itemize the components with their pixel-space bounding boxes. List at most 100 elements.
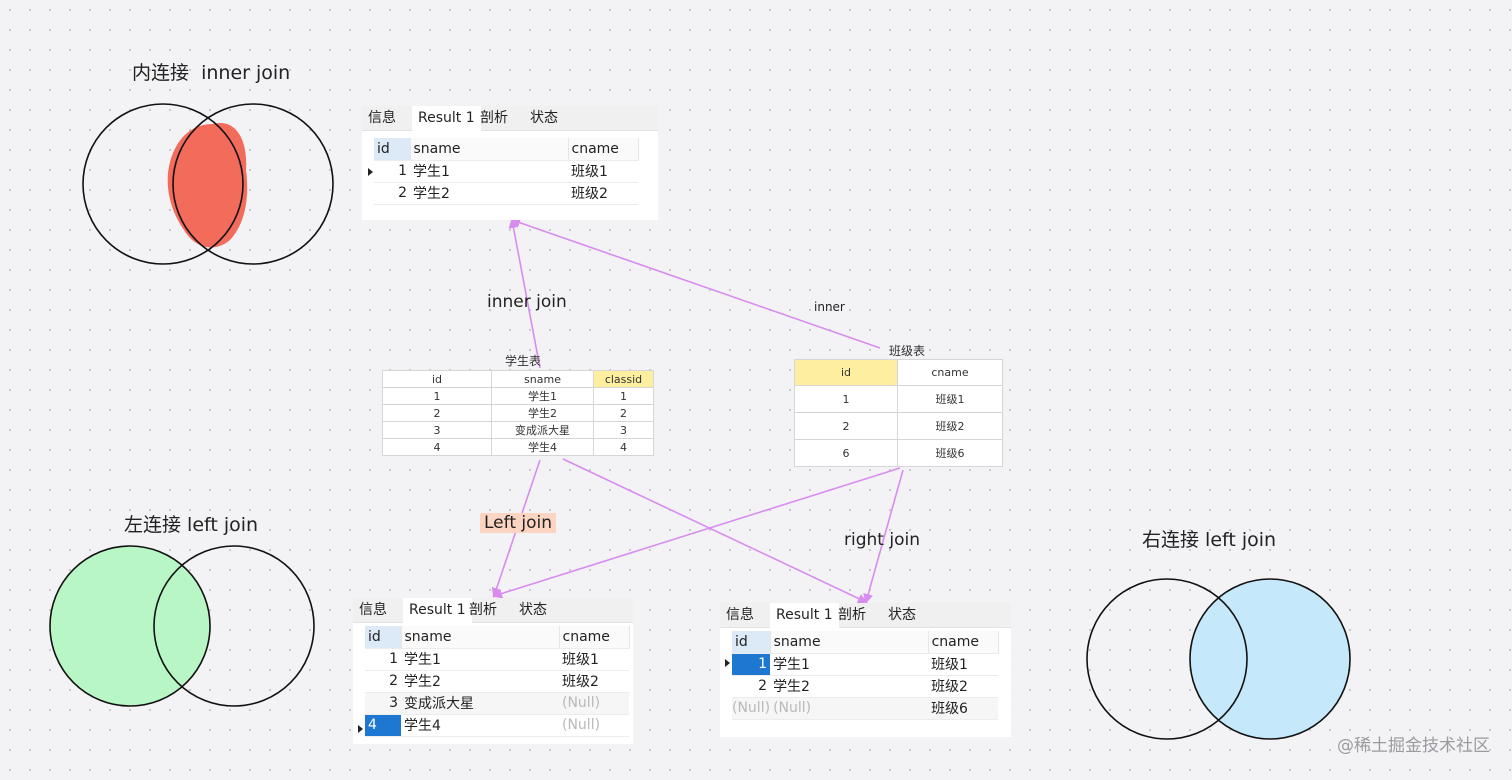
left-join-venn [49,545,315,707]
cell-cname[interactable]: (Null) [559,714,629,737]
class-cell: 1 [794,385,898,413]
column-header-cname[interactable]: cname [568,138,639,161]
right-join-title: 右连接 left join [1142,529,1277,551]
student-header-id: id [382,370,492,388]
left-result-grid[interactable]: id sname cname 1 学生1 班级1 2 学生2 班级2 3 变成派… [365,626,630,737]
inner-result-tabs: 信息 Result 1 剖析 状态 [362,106,658,131]
student-table-caption: 学生表 [505,354,542,368]
class-cell: 班级1 [897,385,1003,413]
column-header-sname[interactable]: sname [410,138,569,161]
tab-result[interactable]: Result 1 [412,106,481,131]
cell-cname[interactable]: 班级1 [568,160,638,183]
table-row[interactable]: 1 学生1 班级1 [732,653,999,676]
class-cell: 班级2 [897,412,1003,440]
column-header-sname[interactable]: sname [401,626,560,649]
cell-sname[interactable]: 学生2 [770,675,929,698]
table-row: 2 学生2 2 [382,404,654,422]
tab-profile[interactable]: 剖析 [469,602,497,618]
student-table: id sname classid 1 学生1 1 2 学生2 2 3 变成派大星… [382,370,654,456]
student-cell: 1 [382,387,492,405]
table-row[interactable]: 2 学生2 班级2 [365,670,629,693]
table-row[interactable]: 4 学生4 (Null) [365,714,629,737]
tab-result[interactable]: Result 1 [403,598,472,623]
cell-id[interactable]: 2 [365,670,401,693]
tab-profile[interactable]: 剖析 [838,607,866,623]
tab-status[interactable]: 状态 [519,602,547,618]
student-header-sname: sname [491,370,594,388]
table-row[interactable]: 2 学生2 班级2 [374,182,638,205]
tab-status[interactable]: 状态 [530,110,558,126]
table-row[interactable]: 2 学生2 班级2 [732,675,999,698]
class-header-cname: cname [897,359,1003,386]
class-cell: 2 [794,412,898,440]
column-header-id[interactable]: id [365,626,402,649]
right-result-grid[interactable]: id sname cname 1 学生1 班级1 2 学生2 班级2 (Null… [732,631,999,720]
cell-id[interactable]: 4 [365,714,401,737]
tab-info[interactable]: 信息 [726,607,754,623]
cell-sname[interactable]: 学生4 [401,714,559,737]
right-result-panel: 信息 Result 1 剖析 状态 id sname cname 1 学生1 班… [720,603,1011,737]
tab-info[interactable]: 信息 [359,602,387,618]
cell-cname[interactable]: 班级1 [559,648,629,671]
cell-sname[interactable]: 学生2 [410,182,568,205]
cell-cname[interactable]: (Null) [559,692,629,715]
cell-id[interactable]: 1 [374,160,410,183]
cell-cname[interactable]: 班级2 [559,670,629,693]
cell-cname[interactable]: 班级2 [568,182,638,205]
student-cell: 学生1 [491,387,594,405]
class-cell: 班级6 [897,439,1003,467]
column-header-cname[interactable]: cname [928,631,999,654]
table-row[interactable]: 1 学生1 班级1 [374,160,638,183]
cell-cname[interactable]: 班级6 [928,697,999,720]
cell-cname[interactable]: 班级1 [928,653,999,676]
tab-status[interactable]: 状态 [888,607,916,623]
student-cell: 学生2 [491,404,594,422]
cell-sname[interactable]: 变成派大星 [401,692,559,715]
left-join-label: Left join [480,513,557,533]
cell-id[interactable]: (Null) [732,697,771,720]
table-row: 4 学生4 4 [382,438,654,456]
inner-join-label: inner join [487,292,567,312]
cell-cname[interactable]: 班级2 [928,675,999,698]
table-row: 3 变成派大星 3 [382,421,654,439]
table-row[interactable]: 3 变成派大星 (Null) [365,692,629,715]
inner-result-panel: 信息 Result 1 剖析 状态 id sname cname 1 学生1 班… [362,106,658,220]
student-cell: 3 [593,421,654,439]
cell-sname[interactable]: 学生2 [401,670,559,693]
column-header-id[interactable]: id [374,138,411,161]
right-result-tabs: 信息 Result 1 剖析 状态 [720,603,1011,628]
cell-id[interactable]: 1 [732,653,771,676]
student-cell: 变成派大星 [491,421,594,439]
table-row: 2 班级2 [794,412,1003,440]
student-cell: 学生4 [491,438,594,456]
tab-info[interactable]: 信息 [368,110,396,126]
inner-left-circle [82,103,244,265]
table-row[interactable]: (Null) (Null) 班级6 [732,697,999,720]
cell-sname[interactable]: 学生1 [410,160,568,183]
right-right-circle [1189,578,1351,740]
column-header-id[interactable]: id [732,631,771,654]
column-header-cname[interactable]: cname [559,626,630,649]
cell-sname[interactable]: 学生1 [770,653,929,676]
cell-id[interactable]: 2 [374,182,410,205]
inner-right-circle [172,103,334,265]
inner-result-grid[interactable]: id sname cname 1 学生1 班级1 2 学生2 班级2 [374,138,639,205]
column-header-sname[interactable]: sname [770,631,929,654]
student-cell: 4 [593,438,654,456]
tab-profile[interactable]: 剖析 [480,110,508,126]
cell-sname[interactable]: (Null) [770,697,929,720]
cell-id[interactable]: 1 [365,648,401,671]
row-pointer-icon [725,659,730,667]
cell-id[interactable]: 2 [732,675,771,698]
row-pointer-icon [368,168,373,176]
cell-sname[interactable]: 学生1 [401,648,559,671]
table-row[interactable]: 1 学生1 班级1 [365,648,629,671]
class-header-id: id [794,359,898,386]
arrow-right-from-student [562,458,868,604]
cell-id[interactable]: 3 [365,692,401,715]
table-row: 6 班级6 [794,439,1003,467]
student-cell: 1 [593,387,654,405]
tab-result[interactable]: Result 1 [770,603,839,628]
student-cell: 2 [593,404,654,422]
left-right-circle [153,545,315,707]
